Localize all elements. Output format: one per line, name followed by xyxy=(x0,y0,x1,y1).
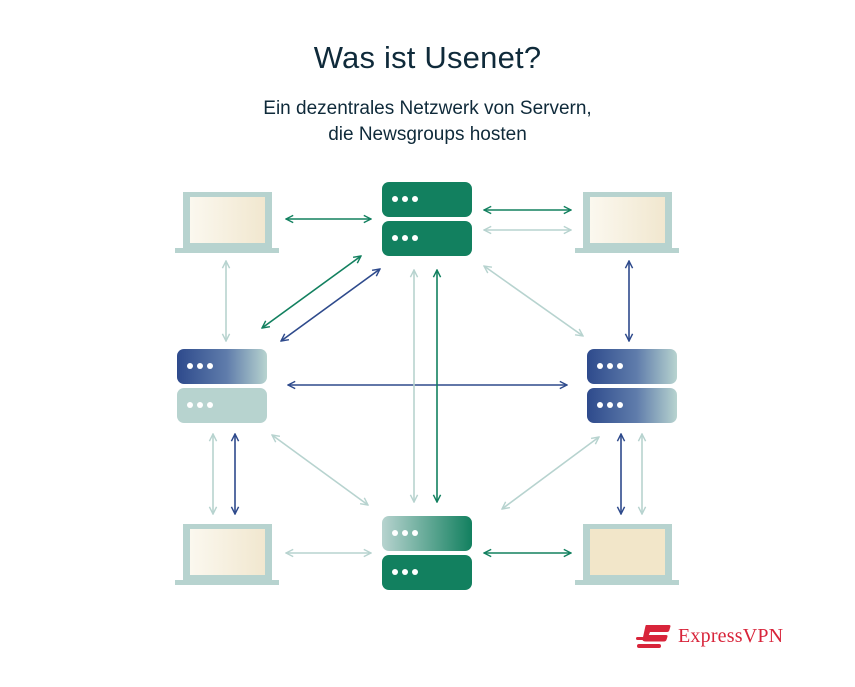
laptop-icon xyxy=(575,524,679,585)
arrow xyxy=(262,256,361,328)
arrow xyxy=(502,437,599,509)
server-icon xyxy=(587,349,677,423)
server-icon xyxy=(382,516,472,590)
arrow xyxy=(272,435,368,505)
arrow xyxy=(484,266,583,336)
laptop-icon xyxy=(175,524,279,585)
laptop-icon xyxy=(575,192,679,253)
page-subtitle: Ein dezentrales Netzwerk von Servern, di… xyxy=(0,96,855,148)
expressvpn-logo-icon xyxy=(636,625,671,648)
server-icon xyxy=(177,349,267,423)
subtitle-line-2: die Newsgroups hosten xyxy=(328,124,527,145)
brand-logo: ExpressVPN xyxy=(636,623,783,649)
laptop-icon xyxy=(175,192,279,253)
server-icon xyxy=(382,182,472,256)
brand-name: ExpressVPN xyxy=(678,624,784,647)
subtitle-line-1: Ein dezentrales Netzwerk von Servern, xyxy=(263,98,592,119)
page-title: Was ist Usenet? xyxy=(313,40,542,75)
arrow xyxy=(281,269,380,341)
